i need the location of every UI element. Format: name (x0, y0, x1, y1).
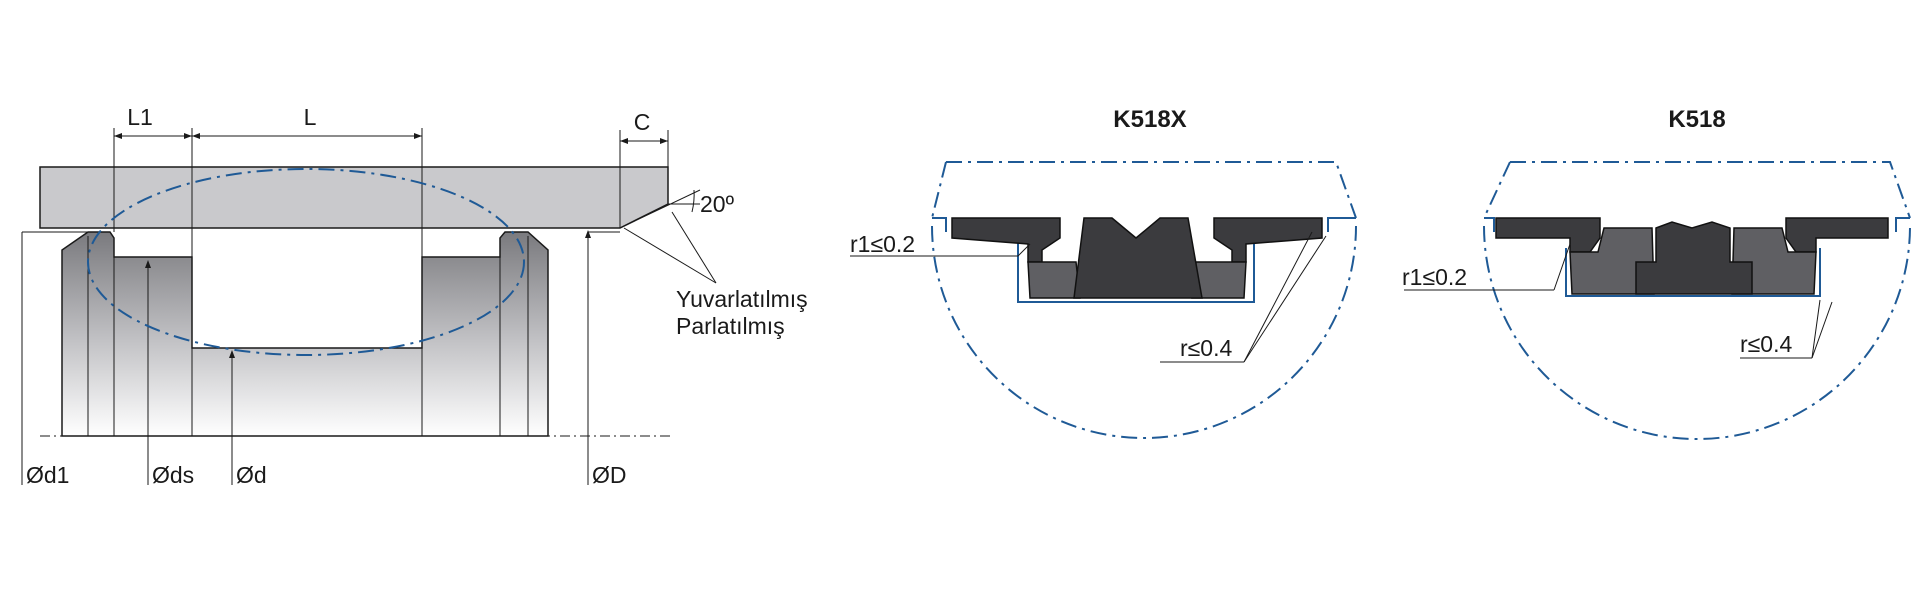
label-c: C (634, 109, 651, 135)
detail-k518x: K518X r1≤0.2 r≤0.4 (850, 106, 1357, 439)
label-r1: r1≤0.2 (1402, 264, 1467, 290)
detail-outline (1484, 217, 1495, 232)
detail-outline-top (946, 161, 1357, 219)
seal-backup-left (1027, 261, 1081, 299)
groove-outline (1017, 240, 1255, 303)
seal-backup-left (1569, 227, 1655, 295)
label-r1: r1≤0.2 (850, 231, 915, 257)
leader-arrow (585, 230, 591, 238)
seal-backup-right (1731, 227, 1817, 295)
detail-title: K518X (1113, 106, 1186, 133)
label-d: Ød (236, 462, 267, 488)
groove-outline (1565, 248, 1821, 297)
radius-leader (1017, 243, 1031, 257)
finish-leader (623, 227, 717, 284)
leader-arrow (145, 260, 151, 268)
seal-core (1635, 221, 1753, 295)
label-r: r≤0.4 (1180, 335, 1232, 361)
detail-outline-circle (1483, 225, 1911, 440)
label-outer-d: ØD (592, 462, 627, 488)
detail-outline (1327, 217, 1356, 232)
label-d1: Ød1 (26, 462, 69, 488)
seal-lip-right (1213, 217, 1323, 263)
label-l1: L1 (127, 104, 153, 130)
housing-view: L1 L C 20º Yuvarlatılmış Parlatılmış Ød1… (21, 104, 808, 488)
radius-leader (1243, 231, 1313, 363)
housing-bore-body (61, 231, 549, 437)
seal-core (1073, 217, 1203, 299)
label-finish-rounded: Yuvarlatılmış (676, 286, 808, 312)
label-angle: 20º (700, 191, 735, 217)
finish-leader (671, 211, 717, 284)
radius-leader (1811, 299, 1821, 359)
detail-outline-top (1510, 161, 1911, 219)
seal-lip-right (1785, 217, 1889, 253)
radius-leader (1243, 235, 1327, 363)
angle-leg (619, 189, 701, 229)
label-finish-polished: Parlatılmış (676, 313, 785, 339)
rod-bar (39, 166, 669, 229)
label-r: r≤0.4 (1740, 331, 1792, 357)
detail-ellipse (87, 168, 525, 356)
label-l: L (304, 104, 317, 130)
radius-leader (1553, 243, 1571, 291)
detail-outline-top (931, 161, 947, 219)
detail-outline (932, 217, 947, 232)
detail-outline-circle (931, 225, 1357, 439)
angle-arc (691, 189, 695, 213)
detail-outline (1895, 217, 1910, 232)
label-ds: Øds (152, 462, 194, 488)
dimension-arrows (114, 133, 192, 139)
leader-arrow (229, 350, 235, 358)
radius-leader (1811, 301, 1833, 359)
detail-outline-top (1483, 161, 1511, 219)
seal-lip-left (951, 217, 1061, 263)
detail-title: K518 (1668, 106, 1725, 133)
detail-k518: K518 r1≤0.2 r≤0.4 (1402, 106, 1911, 440)
seal-lip-left (1495, 217, 1601, 253)
